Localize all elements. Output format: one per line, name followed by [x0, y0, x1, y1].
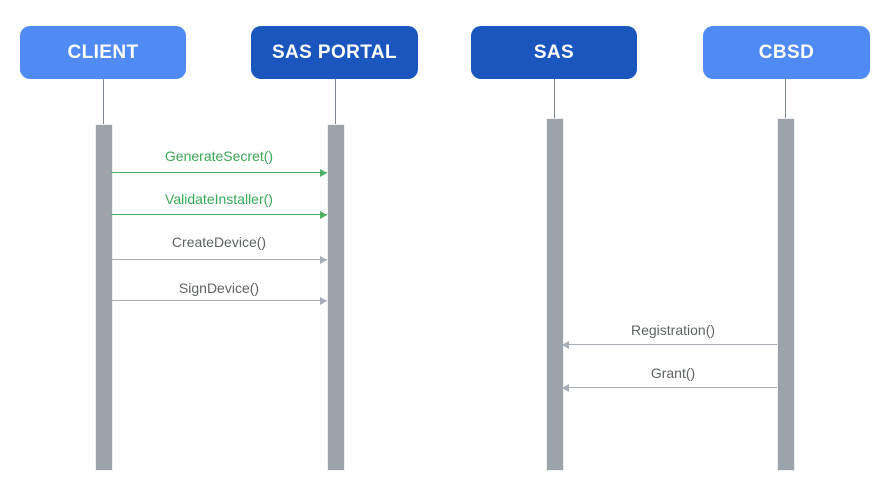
lifeline-sas-portal: [335, 79, 336, 124]
actor-label-cbsd: CBSD: [758, 41, 815, 63]
message-arrowhead-grant: [562, 383, 569, 392]
activation-bar-sas-portal: [327, 124, 345, 471]
activation-bar-sas: [546, 118, 564, 471]
actor-box-sas[interactable]: SAS: [471, 26, 637, 79]
message-label-grant: Grant(): [650, 365, 696, 381]
actor-box-client[interactable]: CLIENT: [20, 26, 186, 79]
message-line-registration: [562, 344, 777, 345]
actor-box-sas-portal[interactable]: SAS PORTAL: [251, 26, 418, 79]
actor-box-cbsd[interactable]: CBSD: [703, 26, 870, 79]
message-label-generate-secret: GenerateSecret(): [164, 148, 274, 164]
message-arrowhead-create-device: [320, 255, 327, 264]
message-label-registration: Registration(): [630, 322, 716, 338]
lifeline-client: [103, 79, 104, 124]
message-line-grant: [562, 387, 777, 388]
message-line-sign-device: [111, 300, 327, 301]
activation-bar-cbsd: [777, 118, 795, 471]
activation-bar-client: [95, 124, 113, 471]
actor-label-sas-portal: SAS PORTAL: [271, 41, 398, 63]
lifeline-sas: [554, 79, 555, 118]
actor-label-client: CLIENT: [67, 41, 139, 63]
message-arrowhead-validate-installer: [320, 210, 327, 219]
message-arrowhead-registration: [562, 340, 569, 349]
lifeline-cbsd: [785, 79, 786, 118]
message-label-create-device: CreateDevice(): [171, 234, 267, 250]
message-arrowhead-generate-secret: [320, 168, 327, 177]
message-arrowhead-sign-device: [320, 296, 327, 305]
message-label-sign-device: SignDevice(): [178, 280, 260, 296]
actor-label-sas: SAS: [533, 41, 575, 63]
message-line-generate-secret: [111, 172, 327, 173]
message-label-validate-installer: ValidateInstaller(): [165, 191, 273, 207]
message-line-validate-installer: [111, 214, 327, 215]
message-line-create-device: [111, 259, 327, 260]
